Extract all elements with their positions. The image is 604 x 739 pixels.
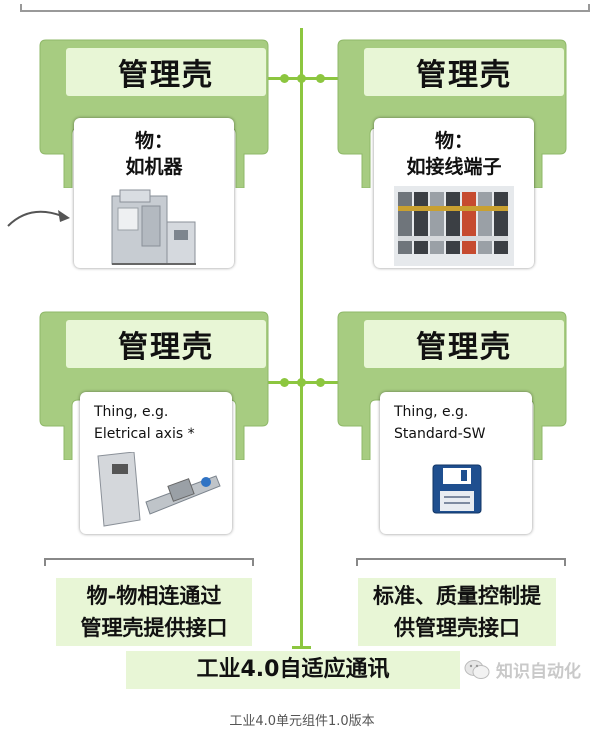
caption-bottom: 工业4.0自适应通讯 (126, 651, 460, 689)
bus-bottom-cap (292, 646, 311, 649)
connector-dot (297, 74, 306, 83)
caption-right: 标准、质量控制提 供管理壳接口 (358, 578, 556, 646)
connector-dot (297, 378, 306, 387)
thing-card-electrical-axis: Thing, e.g. Eletrical axis * (80, 392, 232, 534)
asset-shell-bottom-left: 管理壳 (38, 310, 270, 460)
connector-dot (280, 74, 289, 83)
card-line1: Thing, e.g. (394, 404, 469, 420)
card-line2: Standard-SW (394, 426, 486, 442)
card-line2: 如机器 (125, 156, 183, 178)
watermark-text: 知识自动化 (496, 661, 581, 682)
caption-right-line1: 标准、质量控制提 (373, 584, 541, 608)
electrical-axis-icon (97, 452, 221, 527)
thing-card-terminal: 物： 如接线端子 (374, 118, 534, 268)
thing-card-machine: 物： 如机器 (74, 118, 234, 268)
card-line2: Eletrical axis * (94, 426, 195, 442)
connector-dot (316, 74, 325, 83)
card-line1: 物： (434, 130, 473, 152)
packaging-machine-icon (111, 189, 196, 265)
top-frame-line (20, 4, 590, 12)
terminal-block-icon (394, 186, 514, 266)
figure-caption: 工业4.0单元组件1.0版本 (229, 714, 375, 729)
bus-vertical-line (300, 28, 303, 648)
caption-left-line2: 管理壳提供接口 (80, 616, 228, 640)
asset-shell-top-left: 管理壳 (38, 38, 270, 188)
shell-label: 管理壳 (66, 48, 266, 96)
shell-label: 管理壳 (364, 320, 564, 368)
left-group-bracket (44, 558, 254, 566)
caption-left-line1: 物-物相连通过 (86, 584, 222, 608)
asset-shell-top-right: 管理壳 (336, 38, 568, 188)
card-line2: 如接线端子 (406, 156, 502, 178)
watermark: 知识自动化 (464, 656, 581, 682)
right-group-bracket (356, 558, 566, 566)
thing-card-standard-sw: Thing, e.g. Standard-SW (380, 392, 532, 534)
asset-shell-bottom-right: 管理壳 (336, 310, 568, 460)
shell-label: 管理壳 (364, 48, 564, 96)
card-line1: Thing, e.g. (94, 404, 169, 420)
connector-dot (280, 378, 289, 387)
card-line1: 物： (134, 130, 173, 152)
connector-dot (316, 378, 325, 387)
pointer-arrow-icon (7, 210, 70, 227)
caption-left: 物-物相连通过 管理壳提供接口 (56, 578, 252, 646)
floppy-disk-icon (432, 464, 482, 514)
shell-label: 管理壳 (66, 320, 266, 368)
wechat-icon (464, 660, 490, 679)
caption-right-line2: 供管理壳接口 (394, 616, 520, 640)
